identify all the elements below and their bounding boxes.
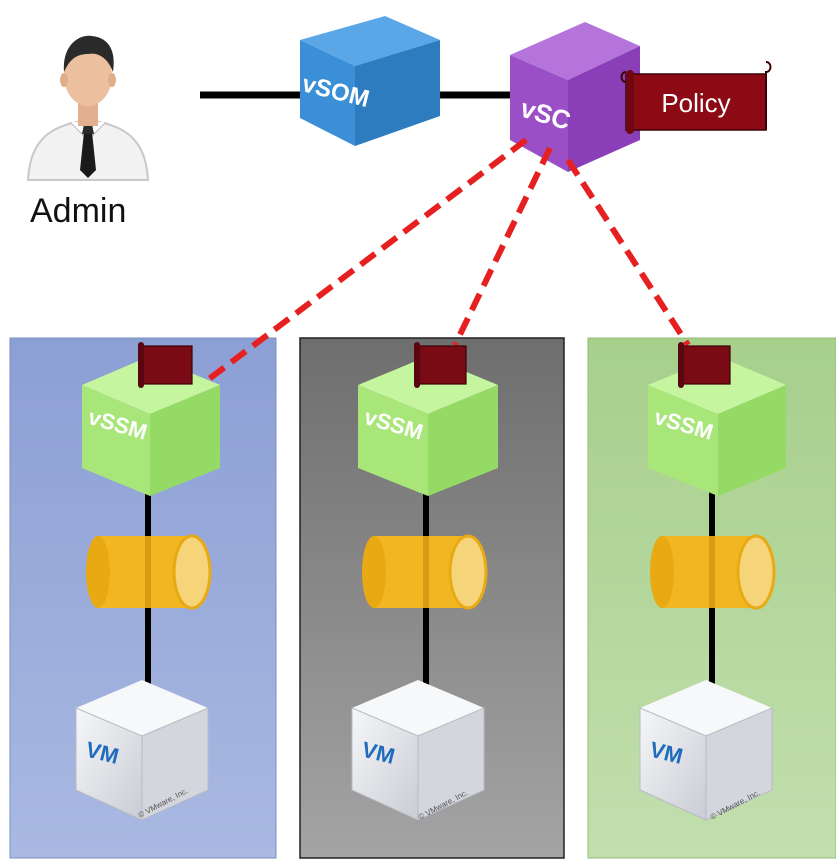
policy-link-column-3 xyxy=(565,158,691,347)
vssm-cube: vSSM xyxy=(358,356,498,496)
vssm-cube: vSSM xyxy=(648,356,786,496)
policy-flag-icon xyxy=(414,342,467,388)
vssm-cube: vSSM xyxy=(82,356,220,496)
vm-cube: VM © VMware, Inc. xyxy=(351,680,485,822)
policy-link-column-1 xyxy=(203,137,528,385)
policy-link-column-2 xyxy=(452,146,553,347)
vsc-cube: vSC xyxy=(510,22,640,172)
admin-label: Admin xyxy=(30,192,126,230)
column-1-stack: vSSM VM © VMware, Inc. xyxy=(75,342,220,821)
storage-cylinder-icon xyxy=(362,534,488,610)
column-2-stack: vSSM VM © VMware, Inc. xyxy=(351,342,498,822)
column-3-stack: vSSM VM © VMware, Inc. xyxy=(639,342,786,822)
vsom-cube: vSOM xyxy=(299,16,440,146)
vm-cube: VM © VMware, Inc. xyxy=(639,680,773,822)
storage-cylinder-icon xyxy=(86,534,212,610)
policy-scroll-icon xyxy=(620,61,772,134)
policy-label: Policy xyxy=(661,88,730,118)
policy-flag-icon xyxy=(678,342,731,388)
storage-cylinder-icon xyxy=(650,534,776,610)
admin-avatar-icon xyxy=(26,35,150,181)
policy-flag-icon xyxy=(138,342,193,388)
vm-cube: VM © VMware, Inc. xyxy=(75,680,209,821)
